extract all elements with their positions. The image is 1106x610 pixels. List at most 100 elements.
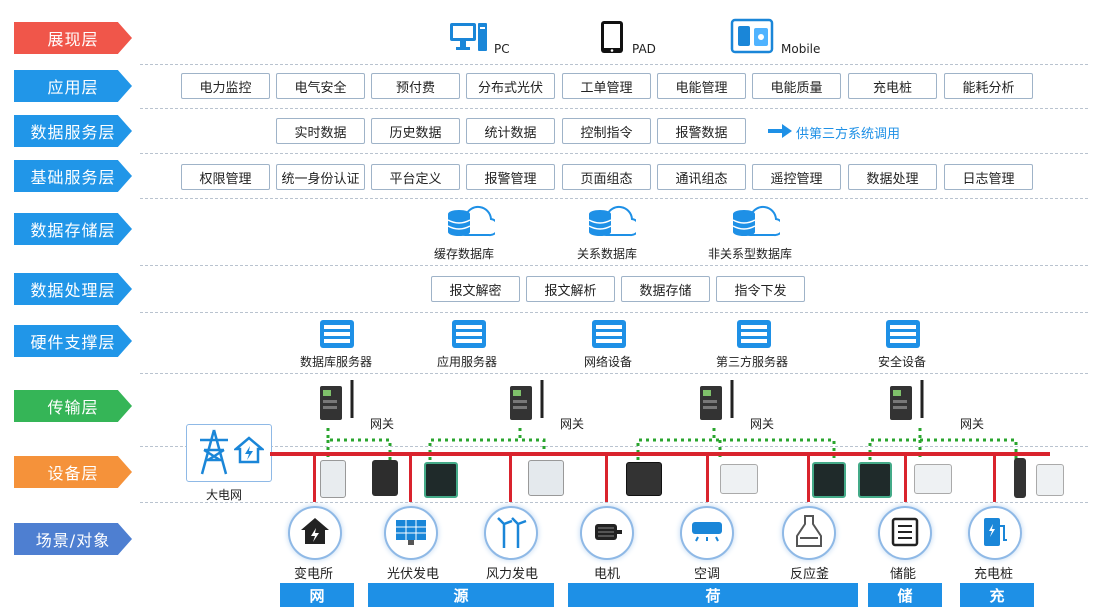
battery-storage-icon <box>891 517 919 547</box>
gateway-icon <box>320 380 354 420</box>
motor-icon <box>595 524 622 540</box>
bus-drop <box>409 452 412 502</box>
hw-network-label: 网络设备 <box>584 355 633 369</box>
charger-meter-device <box>1014 458 1026 498</box>
bs-log-mgmt-box: 日志管理 <box>944 164 1033 190</box>
ds-history-box: 历史数据 <box>371 118 460 144</box>
ds-alarm-box: 报警数据 <box>657 118 746 144</box>
meter-device <box>812 462 846 498</box>
bus-drop <box>993 452 996 502</box>
layer-tag-application: 应用层 <box>14 70 132 102</box>
proc-parse-box: 报文解析 <box>526 276 615 302</box>
database-cloud-icon <box>447 205 495 237</box>
meter-device <box>424 462 458 498</box>
bus-drop <box>807 452 810 502</box>
category-bar-storage: 储 <box>868 583 942 607</box>
air-conditioner-icon <box>692 522 722 542</box>
separator <box>140 108 1088 109</box>
power-bus <box>270 452 1050 456</box>
bs-platform-def-box: 平台定义 <box>371 164 460 190</box>
power-tower-icon <box>200 429 228 475</box>
bs-page-config-box: 页面组态 <box>562 164 651 190</box>
app-distributed-pv-box: 分布式光伏 <box>466 73 555 99</box>
solar-panel-icon <box>396 520 426 545</box>
scene-label: 光伏发电 <box>387 567 440 582</box>
gateway-label: 网关 <box>370 417 395 431</box>
arrow-right-icon <box>768 124 792 138</box>
reactor-icon <box>796 515 822 547</box>
hw-third-party-label: 第三方服务器 <box>716 355 789 369</box>
separator <box>140 373 1088 374</box>
bus-drop <box>904 452 907 502</box>
gateway-label: 网关 <box>560 417 585 431</box>
mobile-icon <box>730 18 774 54</box>
bs-unified-auth-box: 统一身份认证 <box>276 164 365 190</box>
category-bar-load: 荷 <box>568 583 858 607</box>
layer-tag-presentation: 展现层 <box>14 22 132 54</box>
hw-app-server-label: 应用服务器 <box>437 355 498 369</box>
meter-device <box>372 460 398 496</box>
storage-relational-label: 关系数据库 <box>577 247 638 261</box>
bus-drop <box>509 452 512 502</box>
ev-charger-icon <box>984 518 1007 546</box>
din-meter-device <box>720 464 758 494</box>
scene-storage-circle <box>878 506 932 560</box>
gateway-icon <box>890 380 924 420</box>
proc-command-box: 指令下发 <box>716 276 805 302</box>
layer-tag-transport: 传输层 <box>14 390 132 422</box>
app-electrical-safety-box: 电气安全 <box>276 73 365 99</box>
scene-wind-circle <box>484 506 538 560</box>
wind-turbine-icon <box>497 517 527 548</box>
scene-label: 变电所 <box>294 567 334 582</box>
layer-tag-hardware: 硬件支撑层 <box>14 325 132 357</box>
layer-tag-processing: 数据处理层 <box>14 273 132 305</box>
din-meter-device <box>1036 464 1064 496</box>
gateway-icon <box>700 380 734 420</box>
app-power-monitor-box: 电力监控 <box>181 73 270 99</box>
category-bar-charging: 充 <box>960 583 1034 607</box>
scene-label: 风力发电 <box>486 567 539 582</box>
home-charge-icon <box>234 436 264 464</box>
presentation-pad-label: PAD <box>632 42 656 56</box>
hw-security-label: 安全设备 <box>878 355 927 369</box>
scene-label: 反应釜 <box>790 567 830 582</box>
meter-device <box>528 460 564 496</box>
protection-relay-device <box>320 460 346 498</box>
storage-nonrelational-label: 非关系型数据库 <box>708 247 793 261</box>
layer-tag-device: 设备层 <box>14 456 132 488</box>
database-cloud-icon <box>732 205 780 237</box>
scene-label: 空调 <box>694 567 721 582</box>
scene-label: 电机 <box>594 567 621 582</box>
app-charging-pile-box: 充电桩 <box>848 73 937 99</box>
pc-monitor-icon <box>450 23 487 51</box>
hw-db-server-label: 数据库服务器 <box>300 355 373 369</box>
bs-data-proc-box: 数据处理 <box>848 164 937 190</box>
separator <box>140 502 1088 503</box>
separator <box>140 64 1088 65</box>
layer-tag-scene: 场景/对象 <box>14 523 132 555</box>
proc-decrypt-box: 报文解密 <box>431 276 520 302</box>
database-cloud-icon <box>588 205 636 237</box>
meter-device <box>626 462 662 496</box>
layer-tag-basic-service: 基础服务层 <box>14 160 132 192</box>
separator <box>140 312 1088 313</box>
meter-device <box>858 462 892 498</box>
bs-permission-box: 权限管理 <box>181 164 270 190</box>
server-icon <box>737 320 771 348</box>
app-energy-mgmt-box: 电能管理 <box>657 73 746 99</box>
substation-icon <box>301 518 329 544</box>
ds-statistics-box: 统计数据 <box>466 118 555 144</box>
category-bar-grid: 网 <box>280 583 354 607</box>
proc-store-box: 数据存储 <box>621 276 710 302</box>
presentation-mobile-label: Mobile <box>781 42 821 56</box>
category-bar-source: 源 <box>368 583 554 607</box>
bs-alarm-mgmt-box: 报警管理 <box>466 164 555 190</box>
bs-remote-ctrl-box: 遥控管理 <box>752 164 841 190</box>
bus-drop <box>313 452 316 502</box>
bus-drop <box>706 452 709 502</box>
app-work-order-box: 工单管理 <box>562 73 651 99</box>
scene-label: 储能 <box>890 567 917 582</box>
presentation-pc-label: PC <box>494 42 510 56</box>
separator <box>140 198 1088 199</box>
